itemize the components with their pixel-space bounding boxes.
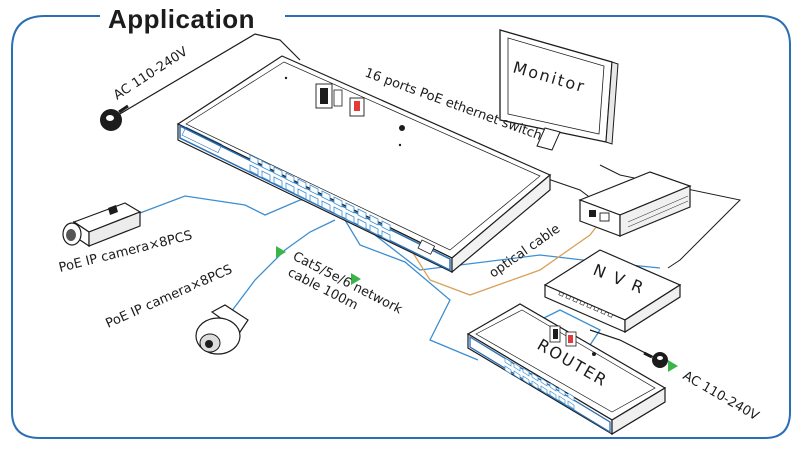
dome-camera xyxy=(195,304,249,355)
switch-port-grid xyxy=(249,154,391,242)
camera1-network-cable xyxy=(139,195,320,216)
monitor-nvr-cable xyxy=(599,164,742,269)
power-plug-bottom xyxy=(643,351,668,368)
ac-label-bottom: AC 110-240V xyxy=(680,368,761,424)
switch-router-cable xyxy=(344,219,479,361)
poe-switch xyxy=(176,55,552,274)
power-plug-top xyxy=(100,104,129,131)
diagram-title: Application xyxy=(108,4,255,34)
diagram-frame xyxy=(11,15,791,439)
green-arrow-cable xyxy=(276,246,286,258)
green-arrow-ac-bottom xyxy=(668,360,678,372)
green-arrow-cable-2 xyxy=(351,273,361,285)
monitor: Monitor xyxy=(499,29,619,151)
camera2-network-cable xyxy=(224,219,336,321)
media-converter xyxy=(578,171,692,237)
box-camera xyxy=(62,202,142,248)
optical-cable-line xyxy=(404,221,601,296)
ac-label-top: AC 110-240V xyxy=(111,44,191,103)
nvr: N V R xyxy=(543,249,682,334)
ac-power-cord-bottom xyxy=(589,329,656,359)
ac-power-cord-top xyxy=(112,33,301,119)
